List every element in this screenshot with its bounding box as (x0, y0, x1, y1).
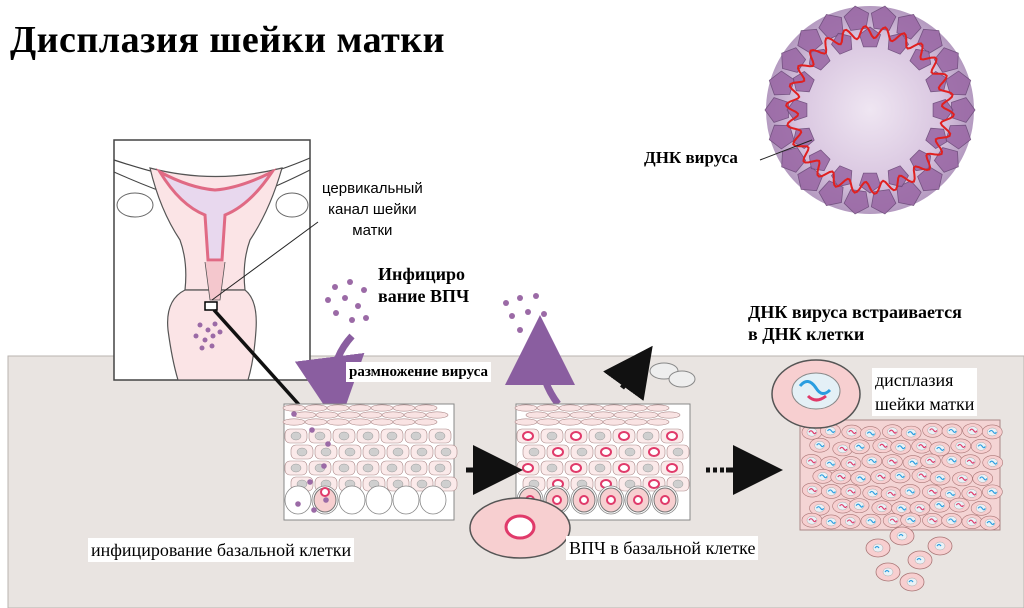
infection-label-line-1: Инфициро (378, 264, 465, 284)
basal-infection-label: инфицирование базальной клетки (88, 538, 355, 562)
infected-basal-cell-zoom (469, 497, 571, 559)
dysplasia-label-line-2: шейки матки (875, 394, 975, 414)
uterus-illustration (113, 139, 311, 381)
infection-arrow (294, 333, 365, 427)
canal-leader-line (211, 221, 319, 301)
integration-label-line-1: ДНК вируса встраивается (748, 302, 962, 322)
canal-label-line-3: матки (352, 222, 393, 239)
shedding-arrow (603, 345, 653, 401)
dysplastic-cell-zoom (771, 359, 861, 429)
release-arrow (505, 315, 576, 407)
virus-dna-leader-line (759, 139, 813, 161)
virus-dots-left (325, 279, 369, 323)
replication-label: размножение вируса (346, 362, 491, 382)
virus-dots-middle (503, 293, 547, 333)
cervix-pointer-line (212, 308, 304, 410)
hpv-basal-label: ВПЧ в базальной клетке (566, 536, 759, 560)
infection-label: Инфициро вание ВПЧ (378, 263, 469, 307)
integration-label: ДНК вируса встраивается в ДНК клетки (748, 301, 962, 345)
dysplasia-label: дисплазия шейки матки (872, 368, 978, 416)
integration-label-line-2: в ДНК клетки (748, 324, 865, 344)
canal-label: цервикальный канал шейки матки (322, 178, 423, 241)
tissue-block-dysplasia (799, 419, 1004, 592)
virus-particle (764, 5, 976, 215)
tissue-block-basal-infection (282, 403, 458, 521)
dysplasia-label-line-1: дисплазия (875, 370, 954, 390)
infection-label-line-2: вание ВПЧ (378, 286, 470, 306)
canal-label-line-1: цервикальный (322, 180, 423, 197)
virus-dna-label: ДНК вируса (644, 148, 738, 167)
canal-label-line-2: канал шейки (328, 201, 417, 218)
page-title: Дисплазия шейки матки (10, 19, 446, 61)
shed-cells (649, 362, 696, 388)
